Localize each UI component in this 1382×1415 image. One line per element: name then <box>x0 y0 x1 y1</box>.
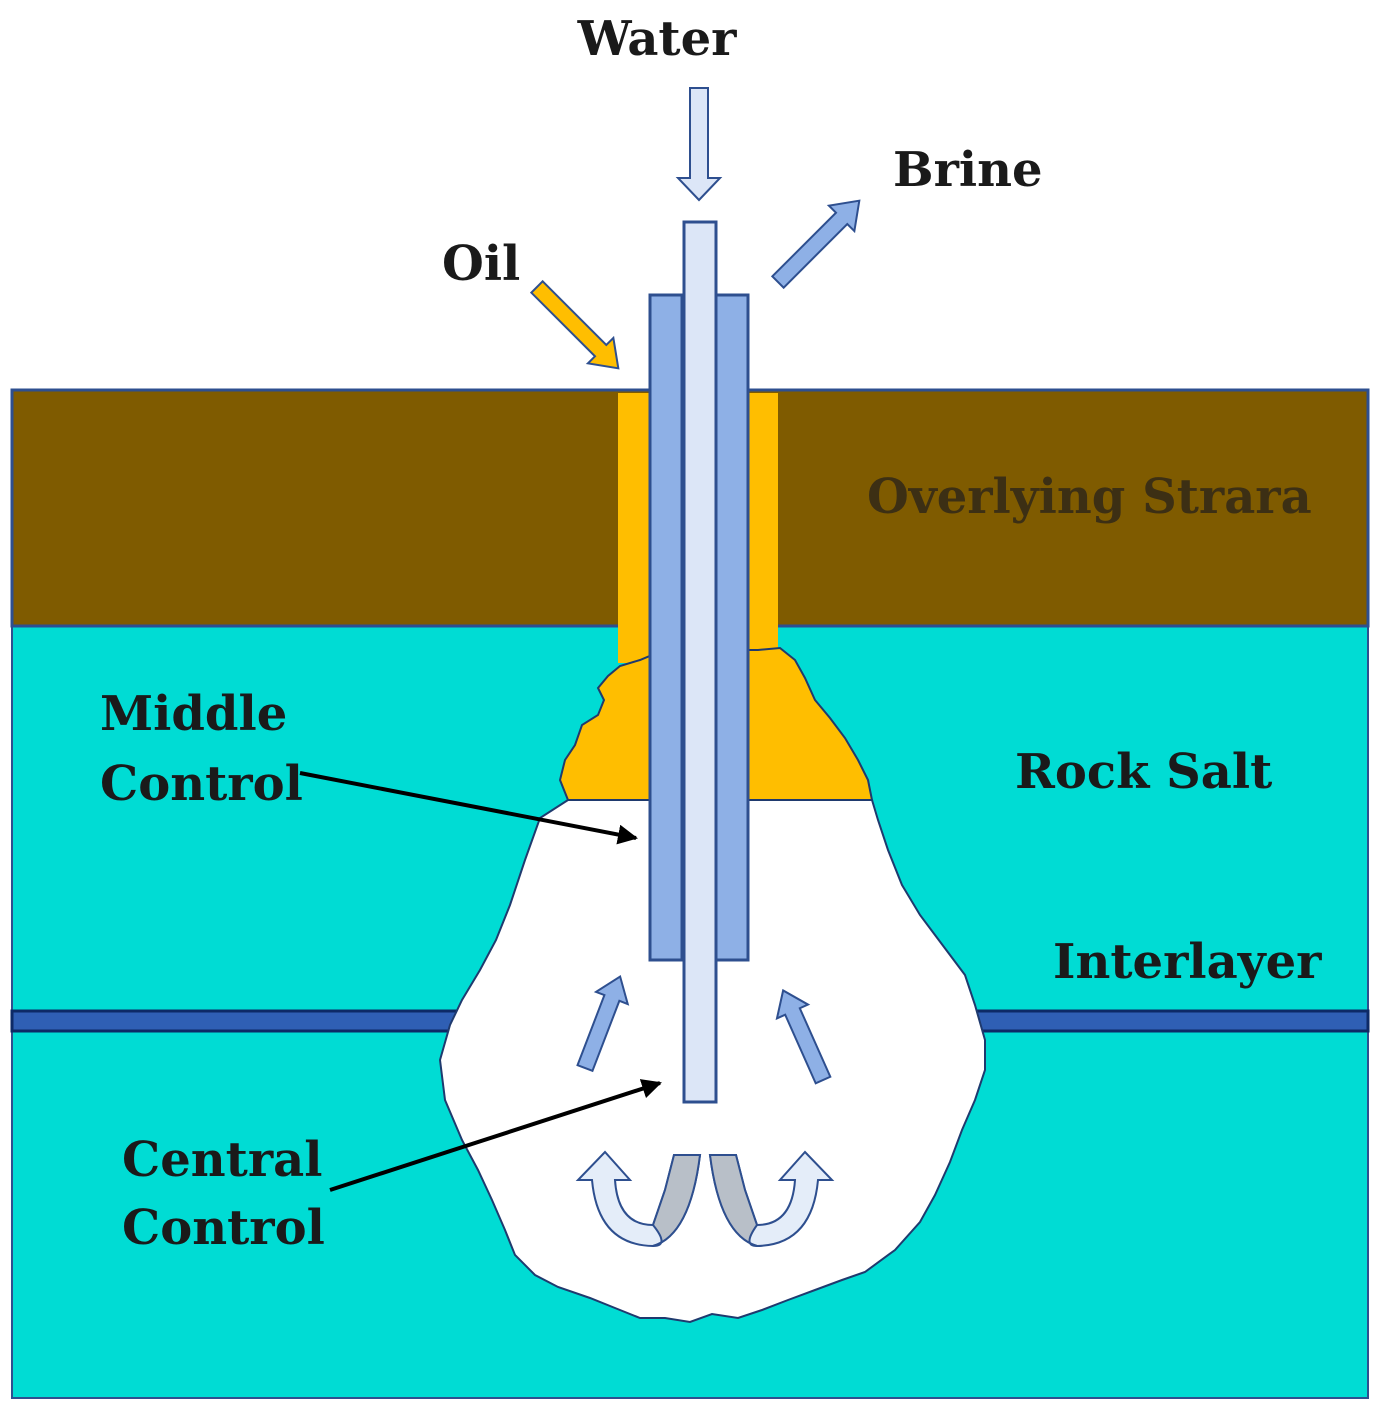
cavern-flow-arrow-right <box>775 988 832 1085</box>
middle-control-label-line1: Middle <box>100 686 287 742</box>
central-tubing <box>682 220 718 1104</box>
water-inflow-arrow <box>675 87 723 202</box>
outer-tubing-left <box>648 293 684 962</box>
brine-outflow-arrow <box>770 199 861 290</box>
circulation-swirl-right <box>708 1150 835 1248</box>
overlying-strata-label: Overlying Strara <box>867 469 1312 525</box>
interlayer-label: Interlayer <box>1053 934 1322 990</box>
circulation-swirl-left <box>575 1150 702 1248</box>
oil-label: Oil <box>442 236 520 292</box>
central-control-pointer <box>329 1079 662 1192</box>
oil-injection-arrow <box>529 279 620 370</box>
cavern-flow-arrow-left <box>576 974 630 1073</box>
brine-label: Brine <box>893 142 1043 198</box>
central-control-label-line1: Central <box>122 1132 322 1188</box>
middle-control-pointer <box>299 771 638 845</box>
rock-salt-label: Rock Salt <box>1015 744 1272 800</box>
middle-control-label-line2: Control <box>100 756 303 812</box>
outer-tubing-right <box>714 293 750 962</box>
central-control-label-line2: Control <box>122 1200 325 1256</box>
water-label: Water <box>577 11 738 67</box>
